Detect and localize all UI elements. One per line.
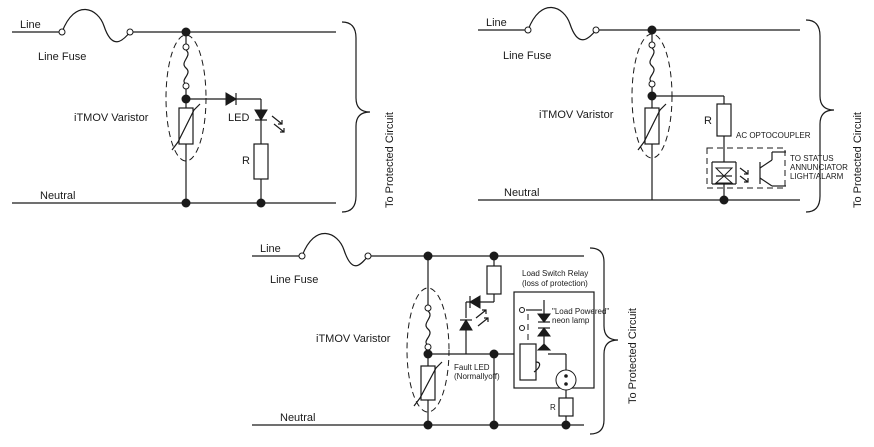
- brace-icon: [589, 247, 619, 435]
- relay-coil-icon: [519, 343, 537, 381]
- junction-dot: [561, 420, 571, 430]
- resistor-icon: [253, 143, 269, 180]
- relay-label-2: (loss of protection): [522, 279, 588, 288]
- varistor-slash: [171, 103, 201, 151]
- fuse-icon: [527, 6, 597, 41]
- relay-contact-terminal: [519, 325, 525, 331]
- thermal-fuse-icon: [183, 49, 189, 85]
- phototransistor-collector: [759, 159, 773, 169]
- junction-dot: [489, 420, 499, 430]
- relay-coil-wire: [533, 361, 541, 373]
- line-label: Line: [486, 17, 507, 29]
- resistor-icon: [558, 397, 574, 417]
- phototransistor-emitter: [759, 177, 773, 187]
- resistor-label: R: [550, 403, 556, 412]
- resistor-icon: [716, 103, 732, 137]
- neon-lamp-icon: [555, 369, 577, 391]
- junction-dot: [423, 420, 433, 430]
- junction-dot: [181, 27, 191, 37]
- status-label-2: ANNUNCIATOR: [790, 163, 848, 172]
- thermal-fuse-icon: [649, 47, 655, 83]
- junction-dot: [719, 195, 729, 205]
- fuse-terminal: [364, 252, 372, 260]
- varistor-label: iTMOV Varistor: [539, 109, 614, 121]
- fuse-icon: [61, 8, 131, 43]
- light-emission-icon: [475, 309, 489, 327]
- fuse-icon: [301, 232, 369, 267]
- led-icon: [459, 319, 473, 331]
- relay-contact-terminal: [519, 307, 525, 313]
- fuse-terminal: [524, 26, 532, 34]
- relay-arrow-icon: [536, 343, 552, 351]
- line-fuse-label: Line Fuse: [503, 50, 551, 62]
- led-icon: [254, 109, 268, 121]
- junction-dot: [256, 198, 266, 208]
- protected-circuit-label: To Protected Circuit: [627, 308, 639, 404]
- thermal-fuse-terminal: [182, 82, 190, 90]
- line-fuse-label: Line Fuse: [270, 274, 318, 286]
- fault-led-label-1: Fault LED: [454, 363, 490, 372]
- relay-label-1: Load Switch Relay: [522, 269, 588, 278]
- resistor-label: R: [242, 155, 250, 167]
- varistor-package-outline: [406, 287, 450, 413]
- status-label-3: LIGHT/ALARM: [790, 172, 844, 181]
- neon-label-2: neon lamp: [552, 316, 590, 325]
- neon-electrode: [564, 382, 568, 386]
- varistor-label: iTMOV Varistor: [316, 333, 391, 345]
- resistor-label: R: [704, 115, 712, 127]
- varistor-slash: [637, 103, 667, 151]
- fuse-terminal: [58, 28, 66, 36]
- fuse-terminal: [126, 28, 134, 36]
- led-label: LED: [228, 112, 249, 124]
- opto-led-icon: [714, 175, 734, 184]
- status-label-1: TO STATUS: [790, 154, 834, 163]
- opto-led-icon: [714, 167, 734, 177]
- light-emission-icon: [739, 167, 749, 183]
- fault-led-label-2: (Normallyoff): [454, 372, 500, 381]
- neon-label-1: "Load Powered": [552, 307, 609, 316]
- protected-circuit-label: To Protected Circuit: [384, 112, 396, 208]
- brace-icon: [805, 19, 835, 213]
- junction-dot: [423, 251, 433, 261]
- resistor-icon: [486, 265, 502, 295]
- thermal-fuse-terminal: [648, 41, 656, 49]
- diagram-led-indicator: Line Line Fuse iTMOV Varistor LED R Neut…: [12, 8, 396, 213]
- thermal-fuse-icon: [425, 310, 431, 346]
- diode-icon: [225, 92, 237, 106]
- line-label: Line: [260, 243, 281, 255]
- neon-electrode: [564, 374, 568, 378]
- diagram-relay: Line Line Fuse iTMOV Varistor Load Switc…: [252, 232, 639, 435]
- light-emission-icon: [271, 115, 285, 133]
- protected-circuit-label: To Protected Circuit: [852, 112, 864, 208]
- thermal-fuse-terminal: [182, 43, 190, 51]
- brace-icon: [341, 21, 371, 213]
- fuse-terminal: [592, 26, 600, 34]
- junction-dot: [181, 198, 191, 208]
- neutral-label: Neutral: [280, 412, 315, 424]
- fuse-terminal: [298, 252, 306, 260]
- neutral-label: Neutral: [40, 190, 75, 202]
- optocoupler-label: AC OPTOCOUPLER: [736, 131, 811, 140]
- diagram-optocoupler: Line Line Fuse iTMOV Varistor R AC OPTOC…: [478, 6, 864, 213]
- thermal-fuse-terminal: [424, 343, 432, 351]
- varistor-package-outline: [165, 34, 207, 162]
- junction-dot: [489, 251, 499, 261]
- diode-icon: [469, 295, 481, 309]
- line-label: Line: [20, 19, 41, 31]
- optocoupler-icon: [706, 147, 786, 189]
- line-fuse-label: Line Fuse: [38, 51, 86, 63]
- neutral-label: Neutral: [504, 187, 539, 199]
- junction-dot: [647, 25, 657, 35]
- thermal-fuse-terminal: [424, 304, 432, 312]
- thermal-fuse-terminal: [648, 80, 656, 88]
- varistor-label: iTMOV Varistor: [74, 112, 149, 124]
